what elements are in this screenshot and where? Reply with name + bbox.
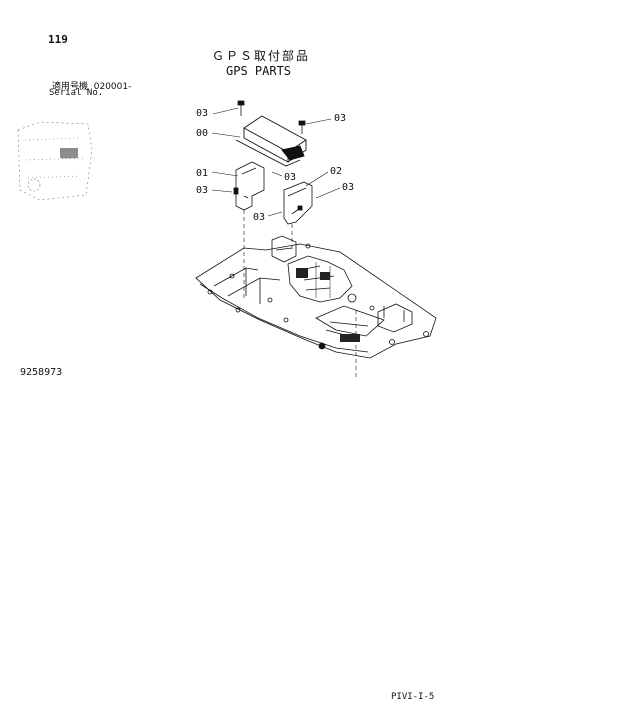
callout-03-e: 03 (342, 182, 355, 193)
serial-value: 020001- (93, 82, 132, 92)
callout-03-d: 03 (196, 185, 209, 196)
bracket-01 (233, 161, 265, 211)
locator-thumbnail (17, 121, 93, 201)
bracket-02 (283, 181, 313, 225)
callout-03-f: 03 (253, 212, 266, 223)
page-number: 119 (48, 33, 68, 46)
base-plate (195, 235, 437, 359)
footer-code: PIVI-I-5 (391, 692, 435, 702)
page-title-jp: ＧＰＳ取付部品 (212, 49, 311, 63)
callout-03-c: 03 (284, 172, 297, 183)
page-title-en: GPS PARTS (226, 64, 292, 78)
serial-label-en: Serial No. (49, 88, 104, 98)
callout-03-a: 03 (196, 108, 209, 119)
callout-00: 00 (196, 128, 209, 139)
callout-03-b: 03 (334, 113, 347, 124)
bolt-top (237, 100, 306, 134)
gps-unit (235, 115, 307, 167)
serial-row: 適用号機 020001- (52, 79, 131, 92)
leader-lines (211, 107, 341, 217)
callout-02: 02 (330, 166, 343, 177)
serial-label-jp: 適用号機 (52, 82, 89, 92)
callout-01: 01 (196, 168, 209, 179)
drawing-number: 9258973 (20, 367, 63, 378)
